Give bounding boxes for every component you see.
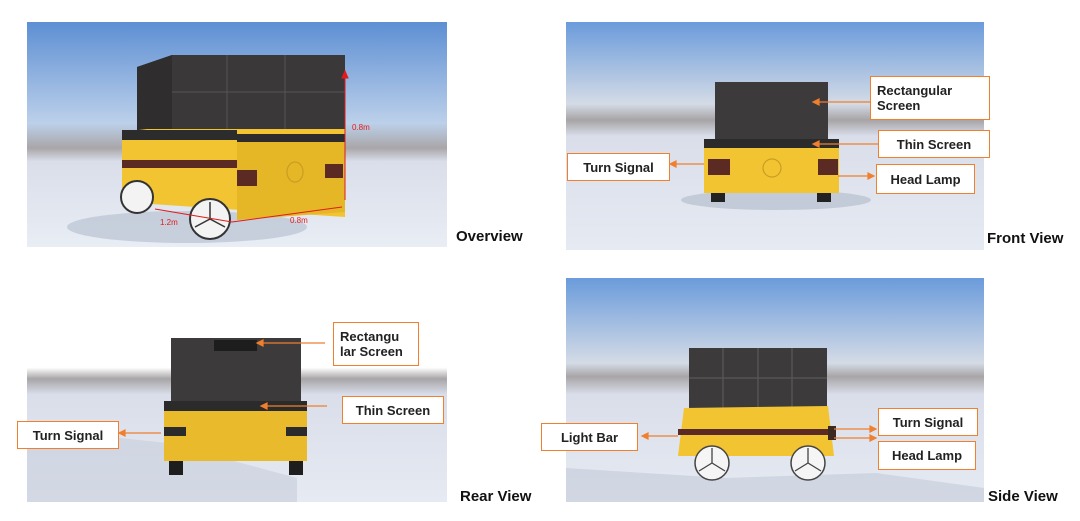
dimension-height: 0.8m xyxy=(352,123,370,132)
front-callout-turn-signal: Turn Signal xyxy=(567,153,670,181)
dimension-width: 0.8m xyxy=(290,216,308,225)
overview-render xyxy=(27,22,447,247)
front-callout-head-lamp: Head Lamp xyxy=(876,164,975,194)
rear-callout-thin-screen: Thin Screen xyxy=(342,396,444,424)
rear-callout-turn-signal: Turn Signal xyxy=(17,421,119,449)
dimension-length: 1.2m xyxy=(160,218,178,227)
rear-view-render xyxy=(27,278,447,502)
side-view-label: Side View xyxy=(988,488,1058,505)
front-callout-rectangular-screen: Rectangular Screen xyxy=(870,76,990,120)
side-callout-head-lamp: Head Lamp xyxy=(878,441,976,470)
front-view-label: Front View xyxy=(987,230,1064,247)
front-callout-thin-screen: Thin Screen xyxy=(878,130,990,158)
rear-view-label: Rear View xyxy=(460,488,532,505)
side-callout-light-bar: Light Bar xyxy=(541,423,638,451)
side-callout-turn-signal: Turn Signal xyxy=(878,408,978,436)
rear-callout-rectangular-screen: Rectangu lar Screen xyxy=(333,322,419,366)
side-view-render xyxy=(566,278,984,502)
overview-label: Overview xyxy=(456,228,523,245)
